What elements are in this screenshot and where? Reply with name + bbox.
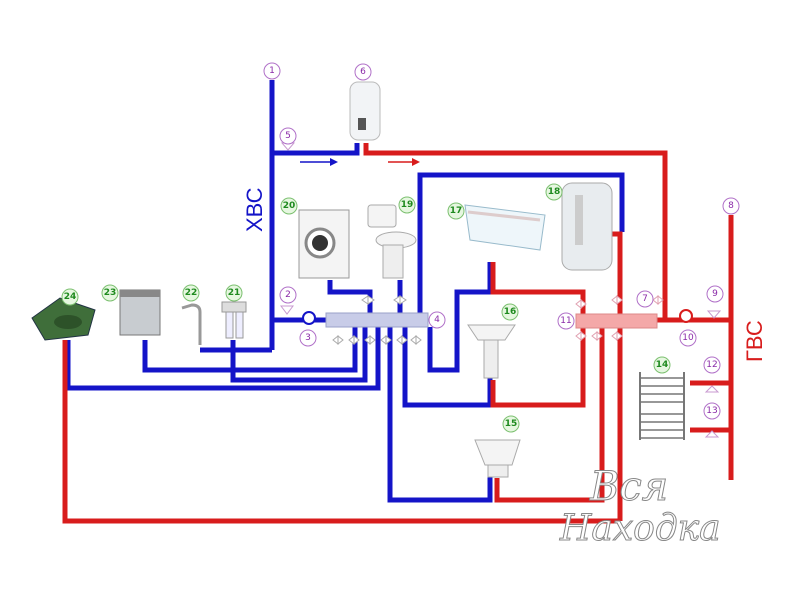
washing-machine [298,209,350,279]
svg-text:3: 3 [305,333,311,343]
svg-text:10: 10 [682,333,694,343]
marker-12: 12 [703,356,721,374]
cold-filter-valve [302,311,316,325]
marker-23: 23 [101,284,119,302]
svg-text:4: 4 [434,315,440,325]
faucet [181,303,202,345]
svg-text:16: 16 [504,307,517,317]
marker-16: 16 [501,303,519,321]
svg-text:13: 13 [706,406,717,416]
svg-text:18: 18 [548,187,561,197]
svg-text:15: 15 [505,419,518,429]
svg-text:5: 5 [285,131,291,141]
svg-text:17: 17 [450,206,463,216]
marker-11: 11 [557,312,575,330]
cold-water-label: ХВС [242,187,267,232]
bathtub [464,204,546,251]
svg-text:19: 19 [401,200,414,210]
svg-text:Вся: Вся [589,464,668,510]
svg-text:21: 21 [228,288,241,298]
svg-text:1: 1 [269,66,275,76]
svg-text:22: 22 [185,288,198,298]
marker-6: 6 [354,63,372,81]
kitchen-sink [31,297,96,341]
marker-3: 3 [299,329,317,347]
marker-17: 17 [447,202,465,220]
svg-text:7: 7 [642,294,648,304]
svg-text:23: 23 [104,288,117,298]
svg-text:8: 8 [728,201,734,211]
svg-text:Находка: Находка [559,508,721,549]
watermark-logo: Вся Находка [559,464,722,550]
washbasin [467,324,516,379]
svg-text:6: 6 [360,67,366,77]
cold-manifold [325,312,429,328]
towel-rail [639,372,685,440]
marker-10: 10 [679,329,697,347]
svg-text:14: 14 [656,360,669,370]
marker-8: 8 [722,197,740,215]
water-heater [349,81,381,141]
toilet [367,204,417,279]
hot-filter-valve [679,309,693,323]
marker-2: 2 [279,286,297,304]
svg-text:11: 11 [560,316,571,326]
marker-7: 7 [636,290,654,308]
cold-water-pipes [65,80,625,503]
hot-water-label: ГВС [742,320,767,362]
marker-4: 4 [428,311,446,329]
svg-text:2: 2 [285,290,291,300]
marker-21: 21 [225,284,243,302]
marker-5: 5 [279,127,297,145]
marker-14: 14 [653,356,671,374]
marker-19: 19 [398,196,416,214]
marker-15: 15 [502,415,520,433]
marker-22: 22 [182,284,200,302]
svg-text:24: 24 [64,292,77,302]
shower-cabin [561,182,613,271]
water-filter [221,301,247,339]
svg-text:9: 9 [712,289,718,299]
dishwasher [119,289,161,336]
marker-1: 1 [263,62,281,80]
marker-18: 18 [545,183,563,201]
valves [280,142,722,438]
hot-water-pipes [62,143,734,524]
marker-13: 13 [703,402,721,420]
svg-text:12: 12 [706,360,717,370]
marker-9: 9 [706,285,724,303]
flow-arrows [300,158,420,166]
svg-text:20: 20 [283,201,296,211]
bidet [474,439,521,478]
marker-24: 24 [61,288,79,306]
hot-manifold [575,313,658,329]
marker-20: 20 [280,197,298,215]
